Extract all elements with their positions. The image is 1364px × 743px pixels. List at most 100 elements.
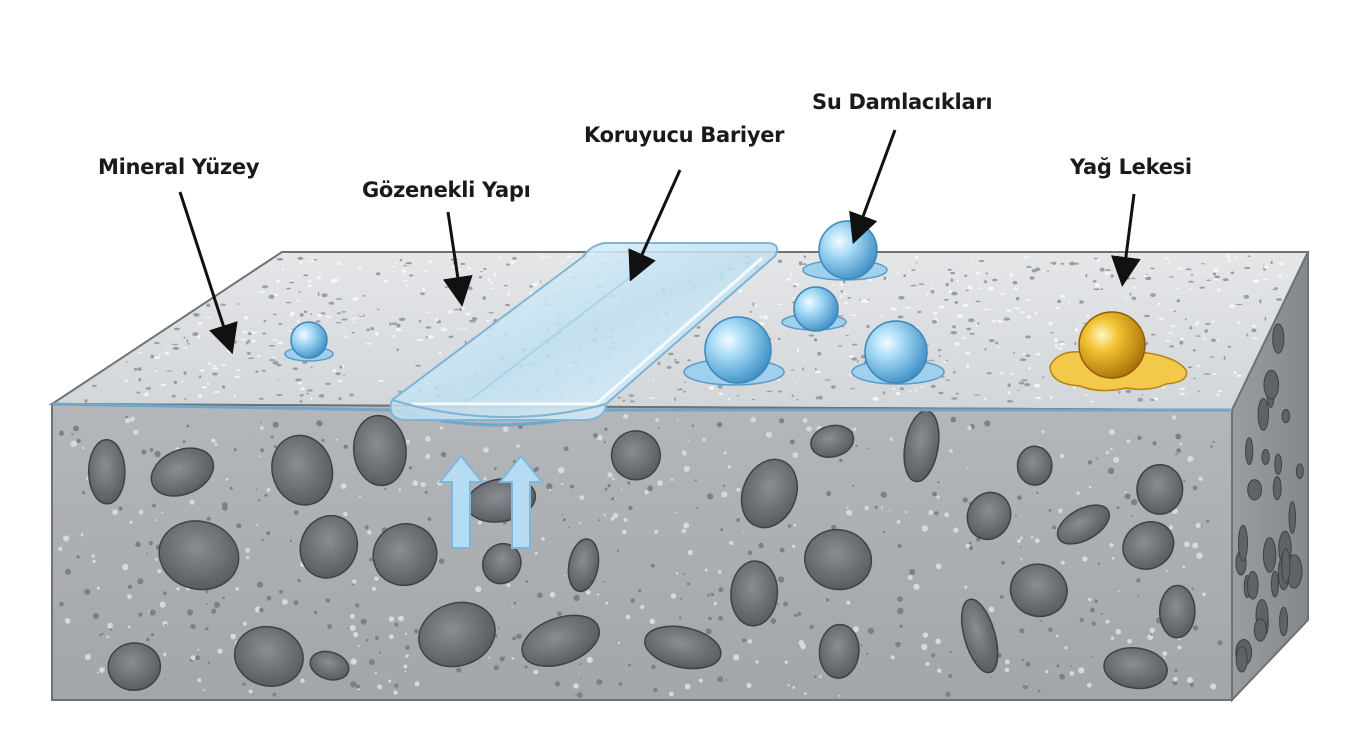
speckle xyxy=(259,421,262,424)
speckle xyxy=(399,258,403,262)
speckle xyxy=(1090,607,1095,613)
speckle xyxy=(897,607,904,615)
speckle xyxy=(797,611,802,616)
pore xyxy=(1272,476,1282,501)
speckle xyxy=(205,316,212,319)
speckle xyxy=(483,267,487,271)
speckle xyxy=(1137,397,1144,402)
speckle xyxy=(616,549,619,552)
speckle xyxy=(488,312,495,314)
speckle xyxy=(184,398,187,400)
speckle xyxy=(793,285,797,288)
speckle xyxy=(1012,280,1018,285)
speckle xyxy=(909,390,912,393)
speckle xyxy=(1133,285,1136,290)
speckle xyxy=(320,312,326,315)
speckle xyxy=(84,654,91,661)
speckle xyxy=(198,375,202,379)
speckle xyxy=(936,495,940,499)
speckle xyxy=(978,260,985,262)
speckle xyxy=(1107,467,1115,475)
speckle xyxy=(439,426,444,430)
speckle xyxy=(1006,309,1012,312)
speckle xyxy=(1175,453,1178,456)
speckle xyxy=(654,529,659,534)
speckle xyxy=(808,334,814,337)
speckle xyxy=(306,392,309,395)
speckle xyxy=(776,378,781,381)
speckle xyxy=(490,287,496,290)
speckle xyxy=(246,555,250,560)
speckle xyxy=(1069,261,1076,266)
speckle xyxy=(186,424,189,428)
speckle xyxy=(206,303,211,308)
pore xyxy=(1281,548,1291,584)
speckle xyxy=(1091,621,1096,626)
speckle xyxy=(1253,279,1260,284)
speckle xyxy=(961,336,966,339)
speckle xyxy=(202,689,205,692)
speckle xyxy=(537,280,540,283)
speckle xyxy=(966,467,968,470)
speckle xyxy=(206,516,211,521)
speckle xyxy=(1202,592,1206,597)
speckle xyxy=(1058,342,1066,346)
speckle xyxy=(1213,268,1219,272)
speckle xyxy=(920,386,924,389)
speckle xyxy=(483,447,489,453)
speckle xyxy=(984,397,987,400)
speckle xyxy=(461,327,467,330)
speckle xyxy=(1177,645,1182,650)
pore xyxy=(158,520,240,591)
speckle xyxy=(992,278,998,282)
speckle xyxy=(707,493,714,500)
speckle xyxy=(948,673,953,679)
speckle xyxy=(124,417,131,424)
speckle xyxy=(233,448,237,452)
speckle xyxy=(352,579,357,584)
speckle xyxy=(198,321,203,325)
speckle xyxy=(336,438,338,441)
speckle xyxy=(846,509,853,516)
pore xyxy=(1288,501,1297,534)
speckle xyxy=(112,509,118,515)
speckle xyxy=(752,397,755,399)
speckle xyxy=(617,641,621,645)
speckle xyxy=(270,435,274,439)
speckle xyxy=(414,628,419,634)
speckle xyxy=(1278,274,1283,279)
speckle xyxy=(1047,270,1049,272)
speckle xyxy=(289,539,293,542)
speckle xyxy=(422,287,426,291)
speckle xyxy=(245,547,250,553)
speckle xyxy=(480,270,483,273)
speckle xyxy=(787,524,792,528)
speckle xyxy=(427,517,432,521)
arrow-water-droplets xyxy=(849,129,897,245)
speckle xyxy=(1185,268,1192,271)
speckle xyxy=(997,319,1003,323)
speckle xyxy=(375,636,379,641)
speckle xyxy=(1055,306,1060,310)
pore xyxy=(1056,504,1111,545)
speckle xyxy=(717,392,724,395)
speckle xyxy=(394,262,397,265)
speckle xyxy=(389,322,392,326)
speckle xyxy=(863,299,870,304)
speckle xyxy=(684,683,691,690)
speckle xyxy=(1180,337,1185,340)
pore xyxy=(818,623,860,679)
water-droplet xyxy=(802,220,888,281)
speckle xyxy=(1017,495,1022,501)
speckle xyxy=(363,295,366,297)
speckle xyxy=(448,310,453,314)
speckle xyxy=(718,587,724,593)
speckle xyxy=(277,379,279,381)
speckle xyxy=(242,331,248,334)
speckle xyxy=(135,541,141,548)
speckle xyxy=(860,644,863,647)
speckle xyxy=(1199,286,1205,289)
speckle xyxy=(1182,565,1186,569)
speckle xyxy=(146,637,150,642)
arrow-porous-structure xyxy=(442,211,473,307)
